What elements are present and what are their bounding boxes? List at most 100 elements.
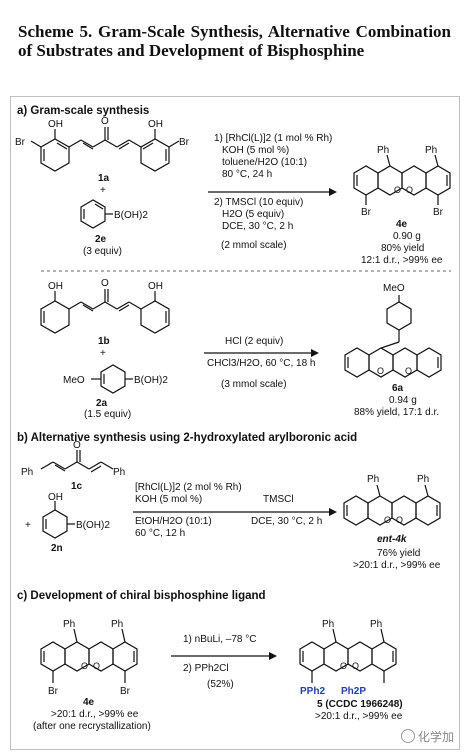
arrowhead	[269, 652, 277, 660]
dr-5: >20:1 d.r., >99% ee	[315, 711, 403, 722]
equiv-2e: (3 equiv)	[83, 246, 122, 257]
condition-line: KOH (5 mol %)	[222, 145, 289, 156]
compound-4e-label: 4e	[396, 219, 408, 230]
oh-label: OH	[48, 281, 63, 292]
oh-label: OH	[48, 119, 63, 130]
compound-ent-4k-structure	[343, 484, 441, 526]
dr-4e: 12:1 d.r., >99% ee	[361, 255, 443, 266]
compound-1a-label: 1a	[98, 173, 110, 184]
condition-line: 1) [RhCl(L)]2 (1 mol % Rh)	[214, 133, 332, 144]
br-label: Br	[179, 137, 190, 148]
ring-o-label: O	[405, 366, 412, 376]
scheme-artwork: a) Gram-scale synthesis OH OH O Br Br 1a…	[15, 105, 451, 732]
scheme-title: Scheme 5. Gram-Scale Synthesis, Alternat…	[18, 22, 451, 60]
equiv-2a: (1.5 equiv)	[84, 409, 131, 420]
ketone-o-label: O	[101, 278, 109, 289]
yield-ent-4k: 76% yield	[377, 548, 420, 559]
boronic-acid-label: B(OH)2	[134, 375, 168, 386]
compound-2a-label: 2a	[96, 398, 108, 409]
ring-o-label: O	[93, 661, 100, 671]
ring-o-label: O	[81, 661, 88, 671]
ph-label: Ph	[63, 619, 75, 630]
condition-line: KOH (5 mol %)	[135, 494, 202, 505]
ring-o-label: O	[377, 366, 384, 376]
condition-line: 1) nBuLi, –78 °C	[183, 634, 257, 645]
dr-ent-4k: >20:1 d.r., >99% ee	[353, 560, 441, 571]
compound-6a-structure	[344, 295, 442, 378]
condition-line: TMSCl	[263, 494, 294, 505]
scale-note: (2 mmol scale)	[221, 240, 287, 251]
ketone-o-label: O	[101, 116, 109, 127]
meo-label: MeO	[63, 375, 85, 386]
watermark-text: 化学加	[418, 729, 455, 744]
ph-label: Ph	[111, 619, 123, 630]
dr-4e: >20:1 d.r., >99% ee	[51, 709, 139, 720]
ph-label: Ph	[322, 619, 334, 630]
ring-o-label: O	[396, 515, 403, 525]
oh-label: OH	[148, 119, 163, 130]
condition-line: toluene/H2O (10:1)	[222, 157, 307, 168]
condition-line: HCl (2 equiv)	[225, 336, 283, 347]
ph-label: Ph	[113, 467, 125, 478]
condition-line: EtOH/H2O (10:1)	[135, 516, 212, 527]
boronic-acid-label: B(OH)2	[76, 520, 110, 531]
mass-4e: 0.90 g	[393, 231, 421, 242]
compound-4e-structure	[353, 154, 451, 205]
ph-label: Ph	[21, 467, 33, 478]
compound-6a-label: 6a	[392, 383, 404, 394]
scheme-panel: a) Gram-scale synthesis OH OH O Br Br 1a…	[10, 96, 460, 750]
compound-2a-structure	[91, 364, 133, 394]
compound-1c-label: 1c	[71, 481, 83, 492]
ring-o-label: O	[384, 515, 391, 525]
compound-1c-structure	[40, 450, 114, 473]
compound-5-label: 5 (CCDC 1966248)	[317, 699, 403, 710]
mass-6a: 0.94 g	[389, 395, 417, 406]
compound-2e-label: 2e	[95, 234, 107, 245]
section-c-header: c) Development of chiral bisphosphine li…	[17, 590, 266, 602]
ph-label: Ph	[377, 145, 389, 156]
oh-label: OH	[48, 492, 63, 503]
oh-label: OH	[148, 281, 163, 292]
condition-line: DCE, 30 °C, 2 h	[251, 516, 322, 527]
yield-6a: 88% yield, 17:1 d.r.	[354, 407, 439, 418]
watermark-logo-icon	[401, 729, 415, 743]
condition-line: 60 °C, 12 h	[135, 528, 185, 539]
br-label: Br	[120, 686, 131, 697]
ring-o-label: O	[340, 661, 347, 671]
condition-line: CHCl3/H2O, 60 °C, 18 h	[207, 358, 316, 369]
br-label: Br	[433, 207, 444, 218]
br-label: Br	[15, 137, 26, 148]
condition-line: (52%)	[207, 679, 234, 690]
compound-1a-structure	[30, 127, 180, 172]
compound-4e-structure-c	[40, 628, 138, 683]
condition-line: 2) TMSCl (10 equiv)	[214, 197, 303, 208]
plus-sign: +	[100, 185, 106, 196]
watermark: 化学加	[401, 727, 457, 745]
section-b-header: b) Alternative synthesis using 2-hydroxy…	[17, 432, 357, 444]
arrowhead	[329, 188, 337, 196]
yield-4e: 80% yield	[381, 243, 424, 254]
section-a-header: a) Gram-scale synthesis	[17, 105, 149, 117]
arrowhead	[311, 349, 319, 357]
plus-sign: +	[25, 520, 31, 531]
ph-label: Ph	[417, 474, 429, 485]
compound-2e-structure	[80, 199, 113, 229]
br-label: Br	[48, 686, 59, 697]
compound-2n-label: 2n	[51, 543, 63, 554]
plus-sign: +	[100, 348, 106, 359]
ring-o-label: O	[352, 661, 359, 671]
pph2-label: PPh2	[300, 686, 325, 697]
compound-1b-structure	[40, 289, 170, 334]
ph-label: Ph	[425, 145, 437, 156]
arrowhead	[329, 508, 337, 516]
meo-label: MeO	[383, 283, 405, 294]
boronic-acid-label: B(OH)2	[114, 210, 148, 221]
ring-o-label: O	[394, 185, 401, 195]
compound-4e-label: 4e	[83, 697, 95, 708]
ketone-o-label: O	[73, 440, 81, 451]
condition-line: 80 °C, 24 h	[222, 169, 272, 180]
scale-note: (3 mmol scale)	[221, 379, 287, 390]
ph-label: Ph	[370, 619, 382, 630]
condition-line: 2) PPh2Cl	[183, 663, 229, 674]
condition-line: [RhCl(L)]2 (2 mol % Rh)	[135, 482, 242, 493]
